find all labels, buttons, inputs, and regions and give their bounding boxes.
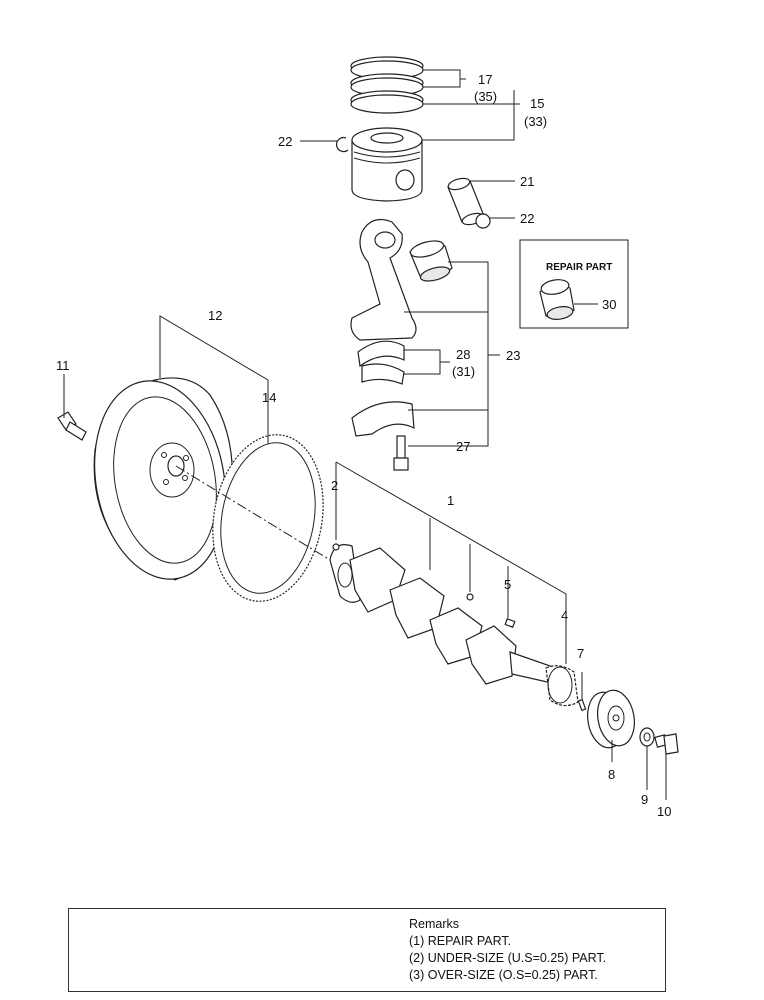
- remarks-box: Remarks (1) REPAIR PART. (2) UNDER-SIZE …: [68, 908, 666, 992]
- crank-pulley: [587, 689, 635, 749]
- washer: [639, 727, 655, 747]
- callout-22-right: 22: [520, 211, 534, 226]
- callout-30: 30: [602, 297, 616, 312]
- bearing-shells: [357, 340, 405, 385]
- crankshaft: [329, 544, 557, 685]
- flywheel-bolt: [57, 411, 87, 441]
- remarks-heading: Remarks: [409, 917, 460, 931]
- flywheel: [93, 377, 234, 581]
- callout-9: 9: [641, 792, 648, 807]
- remarks-text: Remarks (1) REPAIR PART. (2) UNDER-SIZE …: [409, 916, 606, 984]
- callout-31: (31): [452, 364, 475, 379]
- small-end-bushing: [409, 240, 453, 282]
- callout-5: 5: [504, 577, 511, 592]
- callout-14: 14: [262, 390, 276, 405]
- key-5: [504, 618, 516, 628]
- repair-part-box: [519, 239, 629, 329]
- callout-4: 4: [561, 608, 568, 623]
- rod-cap: [351, 401, 415, 437]
- snap-ring-right: [475, 213, 491, 229]
- callout-23: 23: [506, 348, 520, 363]
- remarks-line-2: (2) UNDER-SIZE (U.S=0.25) PART.: [409, 951, 607, 965]
- callout-15: 15: [530, 96, 544, 111]
- callout-22-left: 22: [278, 134, 292, 149]
- repair-part-title: REPAIR PART: [546, 262, 612, 273]
- callout-8: 8: [608, 767, 615, 782]
- callout-28: 28: [456, 347, 470, 362]
- callout-12: 12: [208, 308, 222, 323]
- remarks-line-3: (3) OVER-SIZE (O.S=0.25) PART.: [409, 968, 598, 982]
- callout-35: (35): [474, 89, 497, 104]
- callout-21: 21: [520, 174, 534, 189]
- leader-lines: [63, 69, 667, 800]
- rod-bolt: [393, 435, 409, 471]
- piston-rings: [350, 56, 424, 114]
- crank-gear: [545, 665, 579, 707]
- key-7: [577, 698, 587, 712]
- callout-27: 27: [456, 439, 470, 454]
- plug-ball: [466, 593, 474, 601]
- pulley-bolt: [654, 733, 679, 755]
- callout-10: 10: [657, 804, 671, 819]
- dowel-pin-2: [332, 543, 340, 551]
- ring-gear: [212, 434, 324, 602]
- callout-2: 2: [331, 478, 338, 493]
- connecting-rod: [350, 219, 417, 341]
- piston: [351, 127, 423, 202]
- snap-ring-left: [336, 136, 349, 153]
- callout-1: 1: [447, 493, 454, 508]
- callout-33: (33): [524, 114, 547, 129]
- remarks-line-1: (1) REPAIR PART.: [409, 934, 512, 948]
- callout-11: 11: [56, 358, 70, 373]
- callout-17: 17: [478, 72, 492, 87]
- callout-7: 7: [577, 646, 584, 661]
